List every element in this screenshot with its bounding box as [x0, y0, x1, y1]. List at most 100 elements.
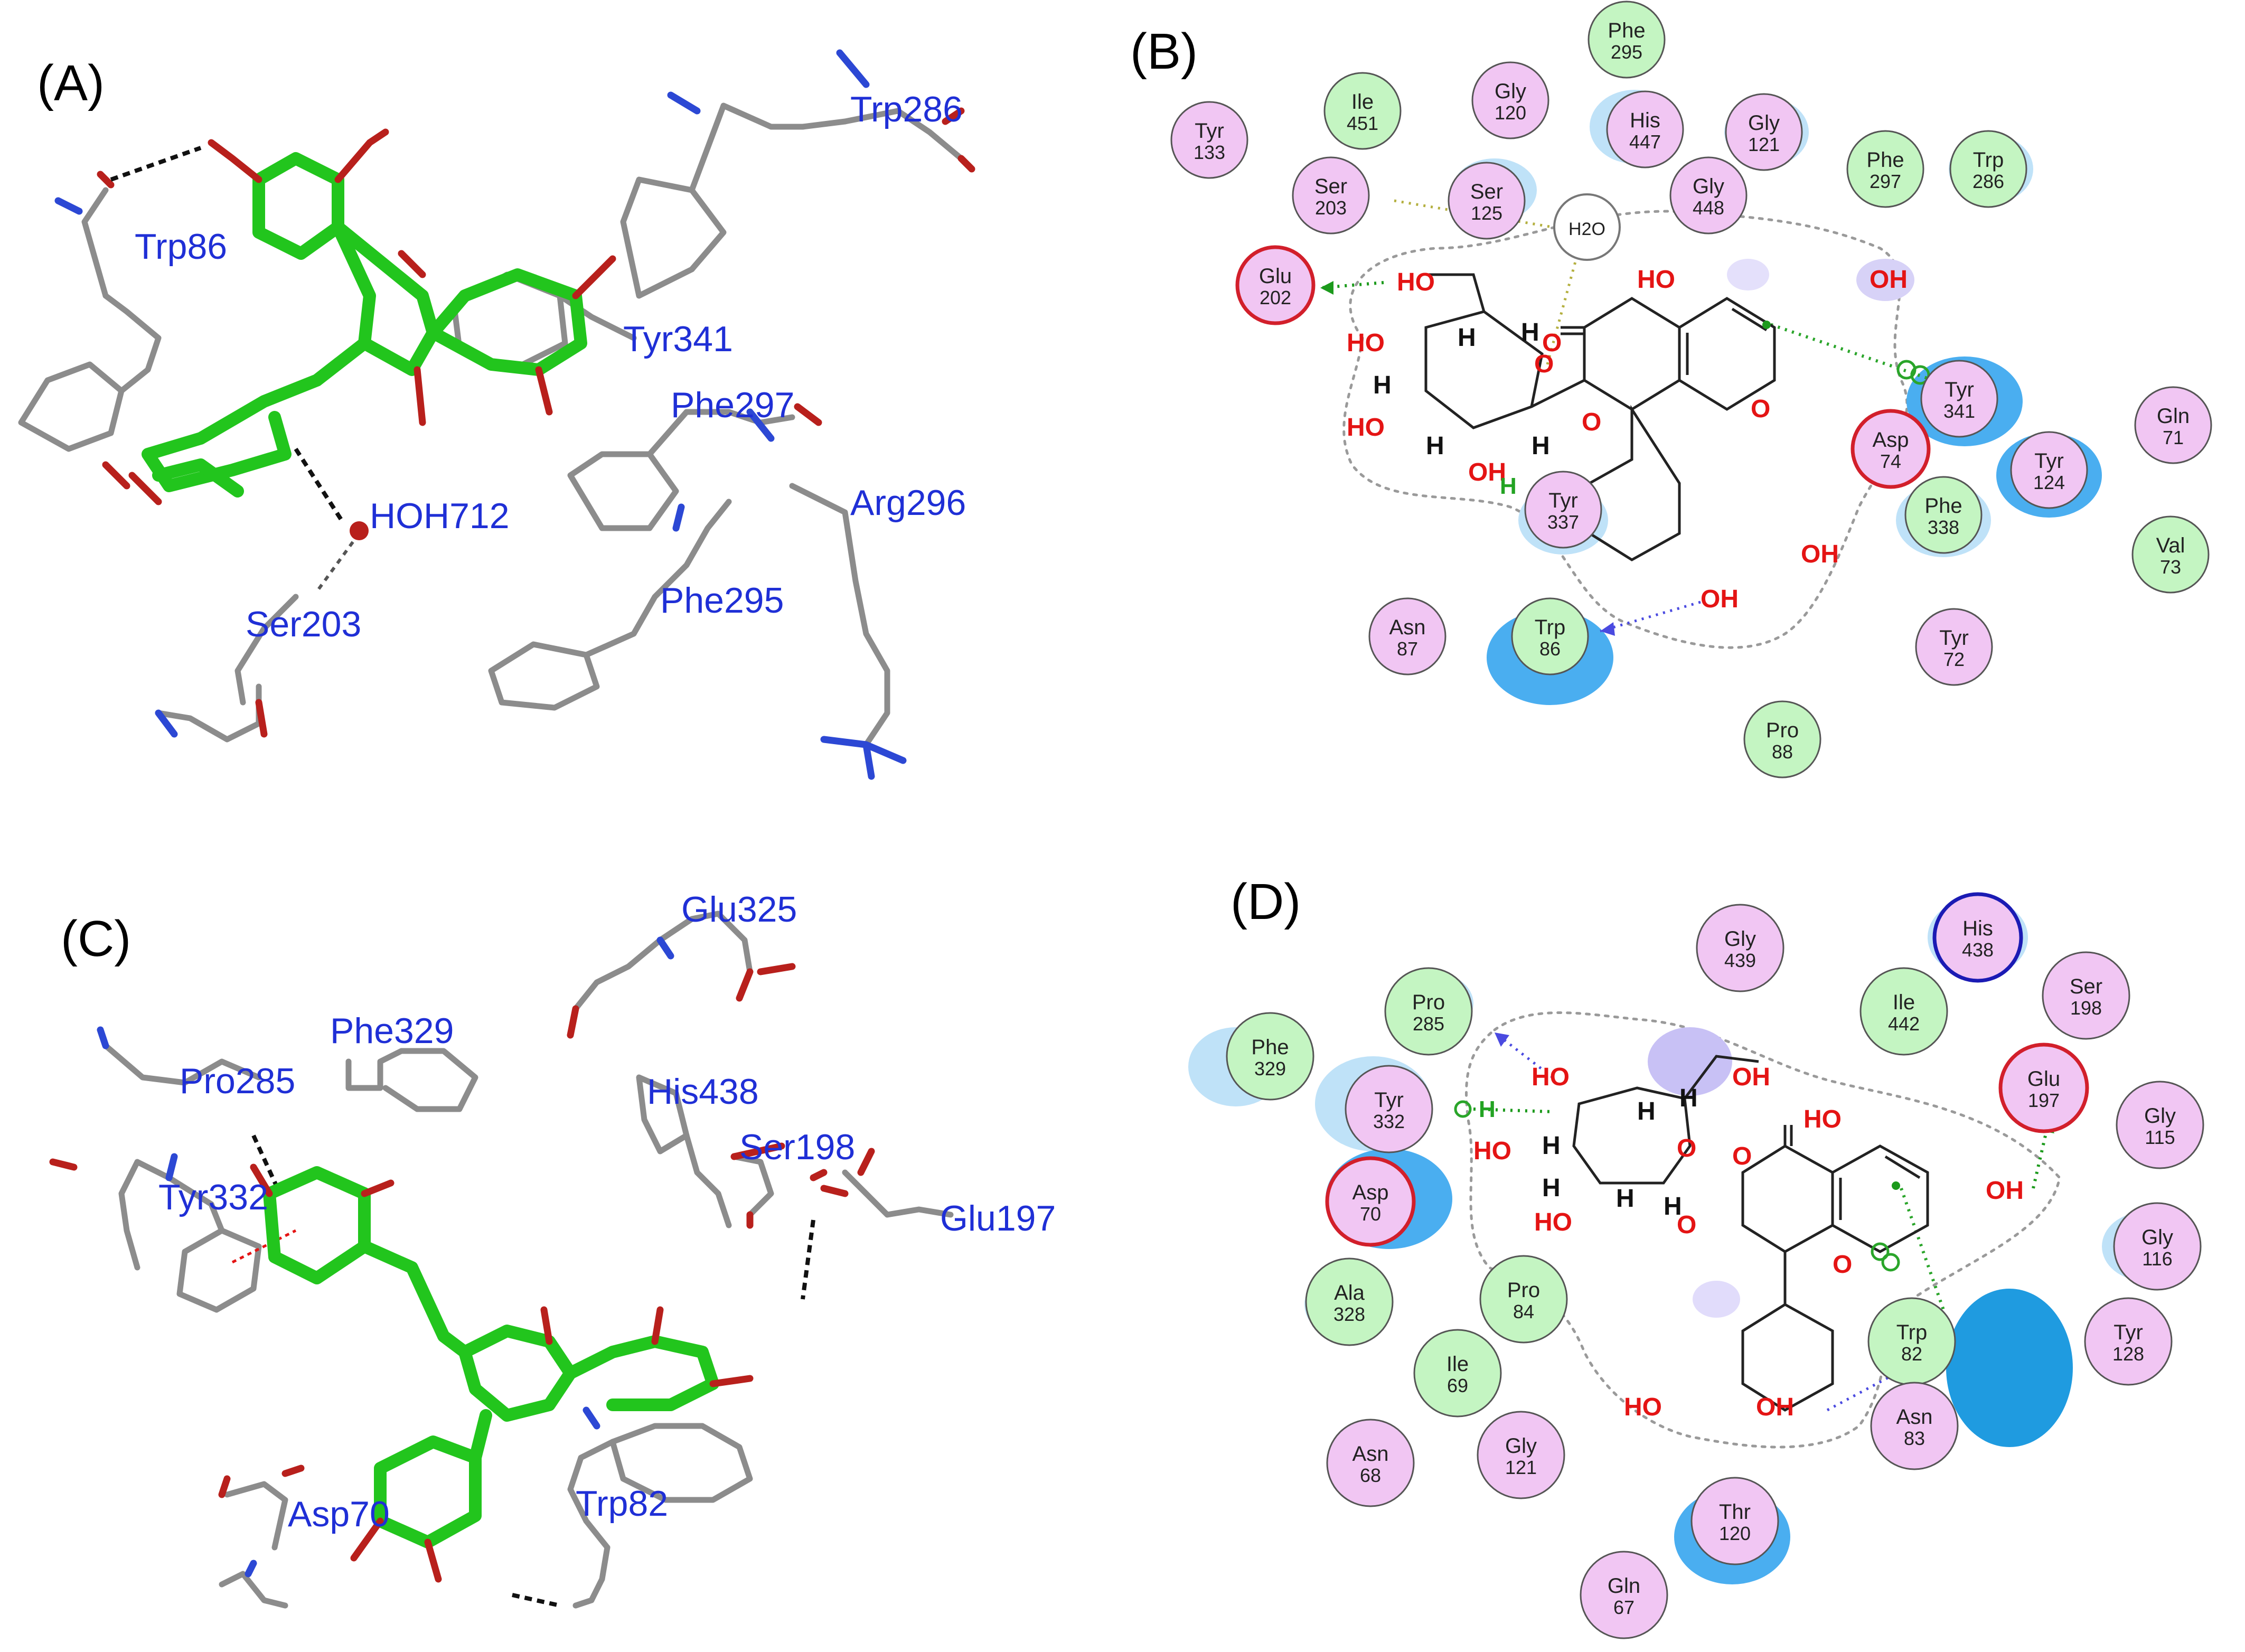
residue-number: 72 [1943, 649, 1965, 670]
d-atom-ho-bottom: HO [1534, 1208, 1572, 1236]
residue-bubble [1323, 72, 1402, 150]
b-atom-h-4: H [1426, 432, 1444, 460]
b-atom-oh-top-right: OH [1870, 266, 1908, 294]
residue-number: 341 [1943, 400, 1975, 422]
residue-number: 286 [1972, 171, 2004, 192]
residue-name: Gln [2157, 405, 2190, 428]
d-atom-h-3: H [1542, 1132, 1561, 1160]
residue-number: 439 [1724, 950, 1756, 971]
residue-number: 88 [1772, 741, 1793, 763]
residue-bubble [1580, 1551, 1668, 1639]
panel-d-letter: (D) [1230, 874, 1301, 930]
residue-name: Tyr [1939, 626, 1969, 650]
residue-number: 198 [2070, 997, 2102, 1019]
residue-bubble [1859, 967, 1948, 1056]
residue-name: Gly [1495, 80, 1526, 103]
b-atom-ho-sugar-1: HO [1347, 329, 1385, 357]
residue-number: 285 [1413, 1013, 1444, 1035]
d-atom-o-carbonyl: O [1732, 1142, 1752, 1170]
residue-name: His [1630, 109, 1660, 132]
residue-number: 74 [1880, 450, 1901, 472]
residue-name: Pro [1412, 991, 1445, 1014]
residue-bubble [1851, 409, 1931, 489]
residue-number: 128 [2112, 1343, 2144, 1365]
residue-bubble [1904, 476, 1983, 554]
residue-number: 116 [2142, 1248, 2172, 1270]
d-residue-his438: His438 [1932, 892, 2023, 983]
residue-number: 124 [2033, 472, 2065, 493]
residue-number: 438 [1962, 939, 1994, 961]
residue-bubble [1477, 1411, 1565, 1499]
residue-bubble [1448, 162, 1526, 240]
d-residue-trp82: Trp82 [1867, 1297, 1956, 1386]
d-atom-o-glycoside: O [1677, 1211, 1696, 1239]
d-atom-h-4: H [1542, 1174, 1561, 1202]
residue-bubble [1669, 156, 1748, 234]
residue-name: Val [2156, 534, 2185, 557]
residue-number: 203 [1315, 197, 1347, 219]
residue-bubble [1915, 608, 1993, 686]
panel-b-water: H2O [1553, 193, 1621, 261]
residue-name: Gly [1748, 111, 1780, 135]
residue-number: 451 [1347, 112, 1378, 134]
residue-number: 82 [1901, 1343, 1922, 1365]
residue-number: 120 [1719, 1523, 1751, 1544]
residue-bubble [1384, 967, 1473, 1056]
residue-name: Asp [1352, 1181, 1389, 1204]
panel-c: (C) [49, 889, 1056, 1609]
residue-number: 115 [2145, 1127, 2175, 1148]
residue-bubble [1368, 597, 1446, 675]
residue-name: Asn [1352, 1442, 1389, 1466]
residue-number: 121 [1505, 1457, 1537, 1478]
residue-bubble [2084, 1297, 2173, 1386]
residue-bubble [1479, 1255, 1568, 1344]
b-atom-h-2: H [1521, 318, 1539, 346]
residue-number: 67 [1613, 1597, 1635, 1618]
residue-number: 338 [1928, 517, 1959, 538]
residue-name: Gly [1693, 175, 1724, 198]
d-atom-o-ring: O [1677, 1134, 1696, 1162]
residue-name: Trp [1896, 1321, 1928, 1344]
b-residue-ser203: Ser203 [1292, 156, 1370, 234]
label-a-arg296: Arg296 [850, 483, 966, 523]
residue-number: 120 [1495, 102, 1526, 124]
panel-b: (B) [1130, 1, 2212, 778]
label-c-ser198: Ser198 [739, 1127, 855, 1167]
residue-name: His [1962, 917, 1993, 940]
d-atom-oh-catechol: OH [1756, 1393, 1794, 1421]
residue-number: 70 [1360, 1203, 1381, 1225]
label-a-trp86: Trp86 [135, 227, 227, 267]
d-residue-pro285: Pro285 [1384, 967, 1473, 1056]
d-residue-glu197: Glu197 [1998, 1043, 2089, 1133]
residue-bubble [1524, 471, 1602, 549]
b-atom-h-1: H [1458, 324, 1476, 352]
residue-bubble [1235, 245, 1316, 325]
d-atom-h-6: H [1664, 1193, 1682, 1221]
panel-d: (D) [1188, 874, 2204, 1639]
residue-bubble [1932, 892, 2023, 983]
residue-number: 328 [1333, 1303, 1365, 1325]
d-residue-tyr332: Tyr332 [1345, 1065, 1433, 1153]
b-residue-phe297: Phe297 [1846, 130, 1924, 208]
d-atom-ho-left: HO [1473, 1137, 1511, 1165]
residue-name: Pro [1766, 719, 1799, 742]
b-atom-o-carbonyl: O [1542, 329, 1562, 357]
residue-name: Tyr [1548, 489, 1578, 512]
residue-number: 71 [2163, 427, 2184, 448]
residue-bubble [1326, 1419, 1415, 1507]
residue-number: 125 [1471, 202, 1502, 224]
panel-b-interaction-lines [1320, 199, 1949, 636]
residue-number: 86 [1539, 638, 1561, 660]
